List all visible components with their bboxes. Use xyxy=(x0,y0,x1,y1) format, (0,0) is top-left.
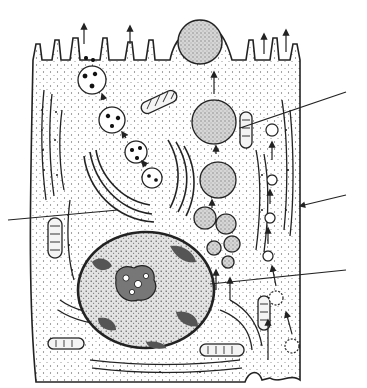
nucleolus xyxy=(116,266,156,301)
large-secretory-granule xyxy=(178,20,222,64)
leader-line-membrane xyxy=(300,195,346,206)
